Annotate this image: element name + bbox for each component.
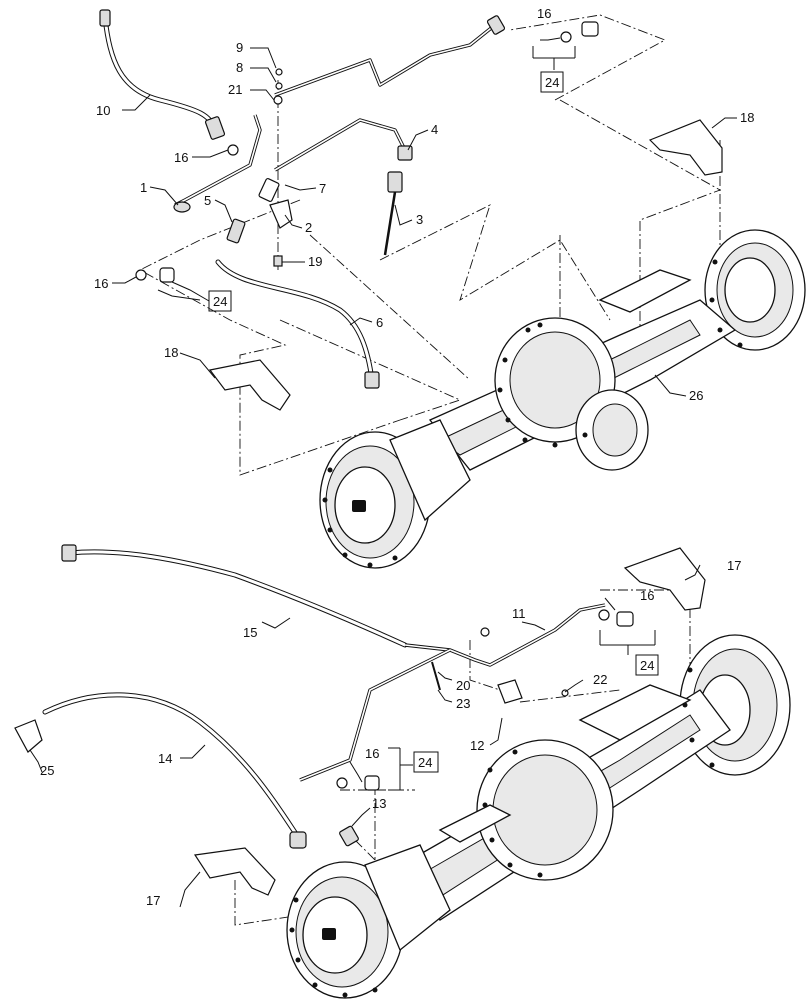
tube-lower: [299, 648, 451, 782]
callout-20: 20: [456, 678, 470, 693]
callout-5: 5: [204, 193, 211, 208]
callout-25: 25: [40, 763, 54, 778]
leader-lines: [29, 37, 737, 908]
small-fittings-top: [135, 21, 599, 283]
callout-13: 13: [372, 796, 386, 811]
hose-10: [99, 9, 226, 140]
kit-box-24-top-left: 24: [208, 290, 232, 312]
callout-4: 4: [431, 122, 438, 137]
callout-17-a: 17: [727, 558, 741, 573]
callout-11: 11: [512, 606, 526, 621]
callout-8: 8: [236, 60, 243, 75]
kit-label-24-b: 24: [213, 294, 227, 309]
callout-18-a: 18: [164, 345, 178, 360]
callout-7: 7: [319, 181, 326, 196]
small-fittings-bottom: [14, 609, 634, 847]
callout-16-c: 16: [537, 6, 551, 21]
hose-15: [61, 544, 408, 648]
callout-16-a: 16: [174, 150, 188, 165]
callout-26: 26: [689, 388, 703, 403]
callout-10: 10: [96, 103, 110, 118]
callout-12: 12: [470, 738, 484, 753]
callout-3: 3: [416, 212, 423, 227]
callout-9: 9: [236, 40, 243, 55]
callout-labels: 9 8 21 10 16 1 5 7 2 3 4 19 16 6 18 18 2…: [40, 6, 754, 908]
callout-21: 21: [228, 82, 242, 97]
kit-brackets-top: [157, 289, 201, 301]
callout-1: 1: [140, 180, 147, 195]
callout-6: 6: [376, 315, 383, 330]
sensor-3: [383, 171, 403, 256]
bracket-18-right: [648, 119, 723, 176]
callout-16-e: 16: [365, 746, 379, 761]
kit-box-24-bottom-right: 24: [635, 654, 659, 676]
tube-4: [274, 118, 413, 172]
kit-box-24-bottom-left: 24: [413, 751, 439, 773]
callout-18-b: 18: [740, 110, 754, 125]
kit-label-24-d: 24: [418, 755, 432, 770]
callout-23: 23: [456, 696, 470, 711]
kit-label-24-a: 24: [545, 75, 559, 90]
callout-19: 19: [308, 254, 322, 269]
bracket-17-right: [623, 547, 706, 611]
hose-14: [42, 692, 307, 849]
callout-17-b: 17: [146, 893, 160, 908]
callout-16-d: 16: [640, 588, 654, 603]
hose-6: [215, 259, 380, 389]
rear-axle-assembly: [286, 634, 791, 999]
callout-22: 22: [593, 672, 607, 687]
tube-upper: [274, 15, 506, 97]
kit-label-24-c: 24: [640, 658, 654, 673]
bracket-18-left: [208, 359, 291, 411]
callout-2: 2: [305, 220, 312, 235]
kit-box-24-top-right: 24: [540, 71, 564, 93]
callout-16-b: 16: [94, 276, 108, 291]
callout-14: 14: [158, 751, 172, 766]
bracket-17-left: [193, 847, 276, 896]
callout-15: 15: [243, 625, 257, 640]
front-axle-assembly: [319, 229, 806, 569]
